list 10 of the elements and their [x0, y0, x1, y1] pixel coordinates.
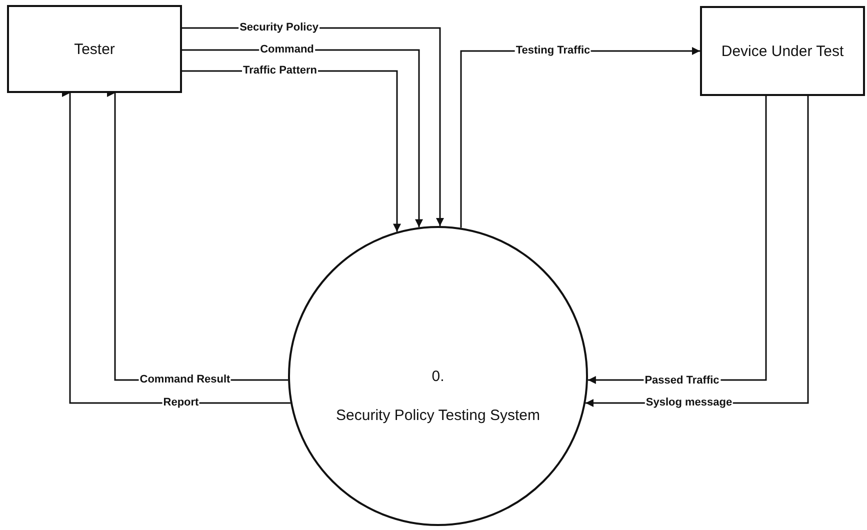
edge-label: Syslog message	[644, 396, 734, 410]
process-circle	[288, 226, 588, 526]
node-label: Device Under Test	[721, 42, 844, 60]
node-label: Tester	[74, 40, 115, 58]
process-number: 0.	[432, 368, 444, 385]
entity-box	[700, 6, 865, 96]
node-label: Security Policy Testing System	[336, 407, 540, 424]
edge-label: Testing Traffic	[514, 44, 592, 58]
edge-label: Security Policy	[238, 22, 320, 34]
entity-box	[7, 5, 182, 93]
